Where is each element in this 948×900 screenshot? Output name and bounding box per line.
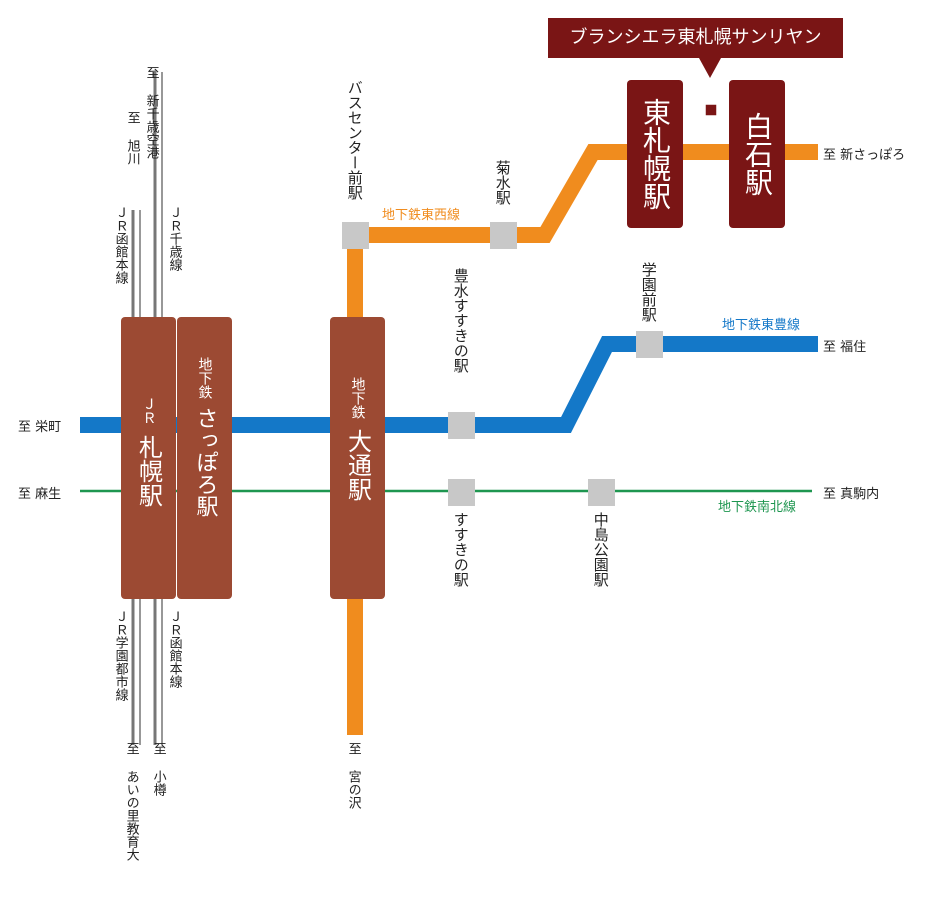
jr-chitose-label: ＪＲ千歳線 <box>166 206 182 271</box>
shiroishi-label: 白石駅 <box>729 80 785 228</box>
jr-tracks-north <box>131 72 163 318</box>
hosui-susukino-marker <box>448 412 475 439</box>
namboku-line-label: 地下鉄南北線 <box>718 500 797 515</box>
property-pointer <box>699 58 721 78</box>
shiroishi-name: 白石駅 <box>741 112 774 196</box>
nakajima-koen-label: 中島公園駅 <box>591 512 610 587</box>
odori-name: 大通駅 <box>343 429 372 501</box>
dest-ainosato: 至 あいの里教育大 <box>123 742 139 861</box>
jr-sapporo-name: 札幌駅 <box>134 435 163 507</box>
jr-hakodate-north-label: ＪＲ函館本線 <box>112 206 128 284</box>
odori-label: 地下鉄 大通駅 <box>330 317 385 599</box>
property-location-marker <box>704 103 718 117</box>
susukino-label: すすきの駅 <box>451 512 470 587</box>
odori-box <box>330 317 385 599</box>
higashi-sapporo-box <box>627 80 683 228</box>
dest-sakaemachi: 至 栄町 <box>18 420 62 435</box>
subway-sapporo-small: 地下鉄 <box>196 357 213 399</box>
dest-shin-chitose: 至 新千歳空港 <box>143 66 159 159</box>
dest-asahikawa: 至 旭川 <box>124 111 140 165</box>
jr-sapporo-box <box>121 317 176 599</box>
toho-line-label: 地下鉄東豊線 <box>722 318 801 333</box>
susukino-marker <box>448 479 475 506</box>
hosui-susukino-label: 豊水すすきの駅 <box>451 268 470 373</box>
property-banner <box>548 18 843 58</box>
higashi-sapporo-label: 東札幌駅 <box>627 80 683 228</box>
jr-hakodate-south-label: ＪＲ函館本線 <box>166 610 182 688</box>
shiroishi-box <box>729 80 785 228</box>
kikusui-label: 菊水駅 <box>493 160 512 205</box>
jr-gakuentoshi-label: ＪＲ学園都市線 <box>112 610 128 701</box>
odori-small: 地下鉄 <box>349 377 366 419</box>
property-name: ブランシエラ東札幌サンリヤン <box>569 27 822 48</box>
subway-sapporo-label: 地下鉄 さっぽろ駅 <box>177 317 232 599</box>
subway-sapporo-box <box>177 317 232 599</box>
dest-shin-sapporo: 至 新さっぽろ <box>823 148 906 163</box>
jr-tracks-south <box>131 598 163 745</box>
gakuenmae-label: 学園前駅 <box>639 262 658 322</box>
jr-sapporo-label: ＪＲ 札幌駅 <box>121 317 176 599</box>
tozai-line <box>347 144 818 735</box>
station-markers <box>342 222 663 506</box>
dest-asabu: 至 麻生 <box>18 487 62 502</box>
dest-miyanosawa: 至 宮の沢 <box>345 742 361 809</box>
jr-sapporo-small: ＪＲ <box>140 397 157 425</box>
gakuenmae-marker <box>636 331 663 358</box>
higashi-sapporo-name: 東札幌駅 <box>639 98 672 210</box>
nakajima-koen-marker <box>588 479 615 506</box>
kikusui-marker <box>490 222 517 249</box>
dest-otaru: 至 小樽 <box>150 742 166 796</box>
subway-sapporo-name: さっぽろ駅 <box>192 407 218 517</box>
toho-line <box>80 336 818 433</box>
tozai-line-label: 地下鉄東西線 <box>382 208 461 223</box>
dest-fukuzumi: 至 福住 <box>823 340 867 355</box>
dest-makomanai: 至 真駒内 <box>823 487 880 502</box>
bus-center-marker <box>342 222 369 249</box>
bus-center-label: バスセンター前駅 <box>345 80 364 200</box>
